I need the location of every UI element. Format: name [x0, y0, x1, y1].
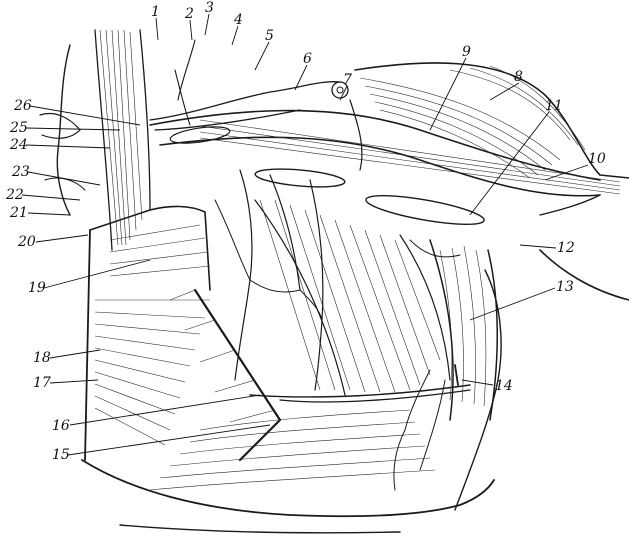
label-9: 9	[462, 44, 471, 60]
label-3: 3	[205, 0, 214, 16]
label-16: 16	[52, 418, 70, 434]
label-24: 24	[9, 137, 28, 153]
lower-muscle-mass	[149, 389, 471, 491]
label-18: 18	[33, 350, 51, 366]
label-14: 14	[495, 378, 513, 394]
label-25: 25	[9, 120, 28, 136]
label-23: 23	[11, 164, 30, 180]
label-20: 20	[17, 234, 36, 250]
label-15: 15	[52, 447, 70, 463]
label-4: 4	[233, 12, 243, 28]
label-8: 8	[514, 69, 523, 85]
label-2: 2	[184, 6, 194, 22]
rib-cage-muscles	[249, 199, 471, 398]
label-21: 21	[9, 205, 28, 221]
label-17: 17	[33, 375, 51, 391]
clavicle-region	[149, 65, 621, 226]
label-set: 1 2 3 4 5 6 7 8 9 10 11 12 13 14 15 16 1…	[5, 0, 606, 463]
label-19: 19	[28, 280, 46, 296]
label-13: 13	[556, 279, 574, 295]
label-11: 11	[545, 98, 563, 114]
body-outline	[39, 44, 629, 534]
nerves-and-vessels	[149, 39, 461, 491]
label-7: 7	[343, 72, 352, 88]
latissimus-region	[429, 239, 498, 421]
label-22: 22	[5, 187, 24, 203]
label-12: 12	[557, 240, 575, 256]
label-5: 5	[265, 28, 274, 44]
neck-muscle-bundle	[94, 29, 151, 251]
leader-lines	[21, 13, 589, 456]
label-6: 6	[303, 51, 312, 67]
pectoral-region	[84, 205, 282, 462]
label-26: 26	[13, 98, 32, 114]
label-10: 10	[588, 151, 606, 167]
label-1: 1	[151, 4, 160, 20]
